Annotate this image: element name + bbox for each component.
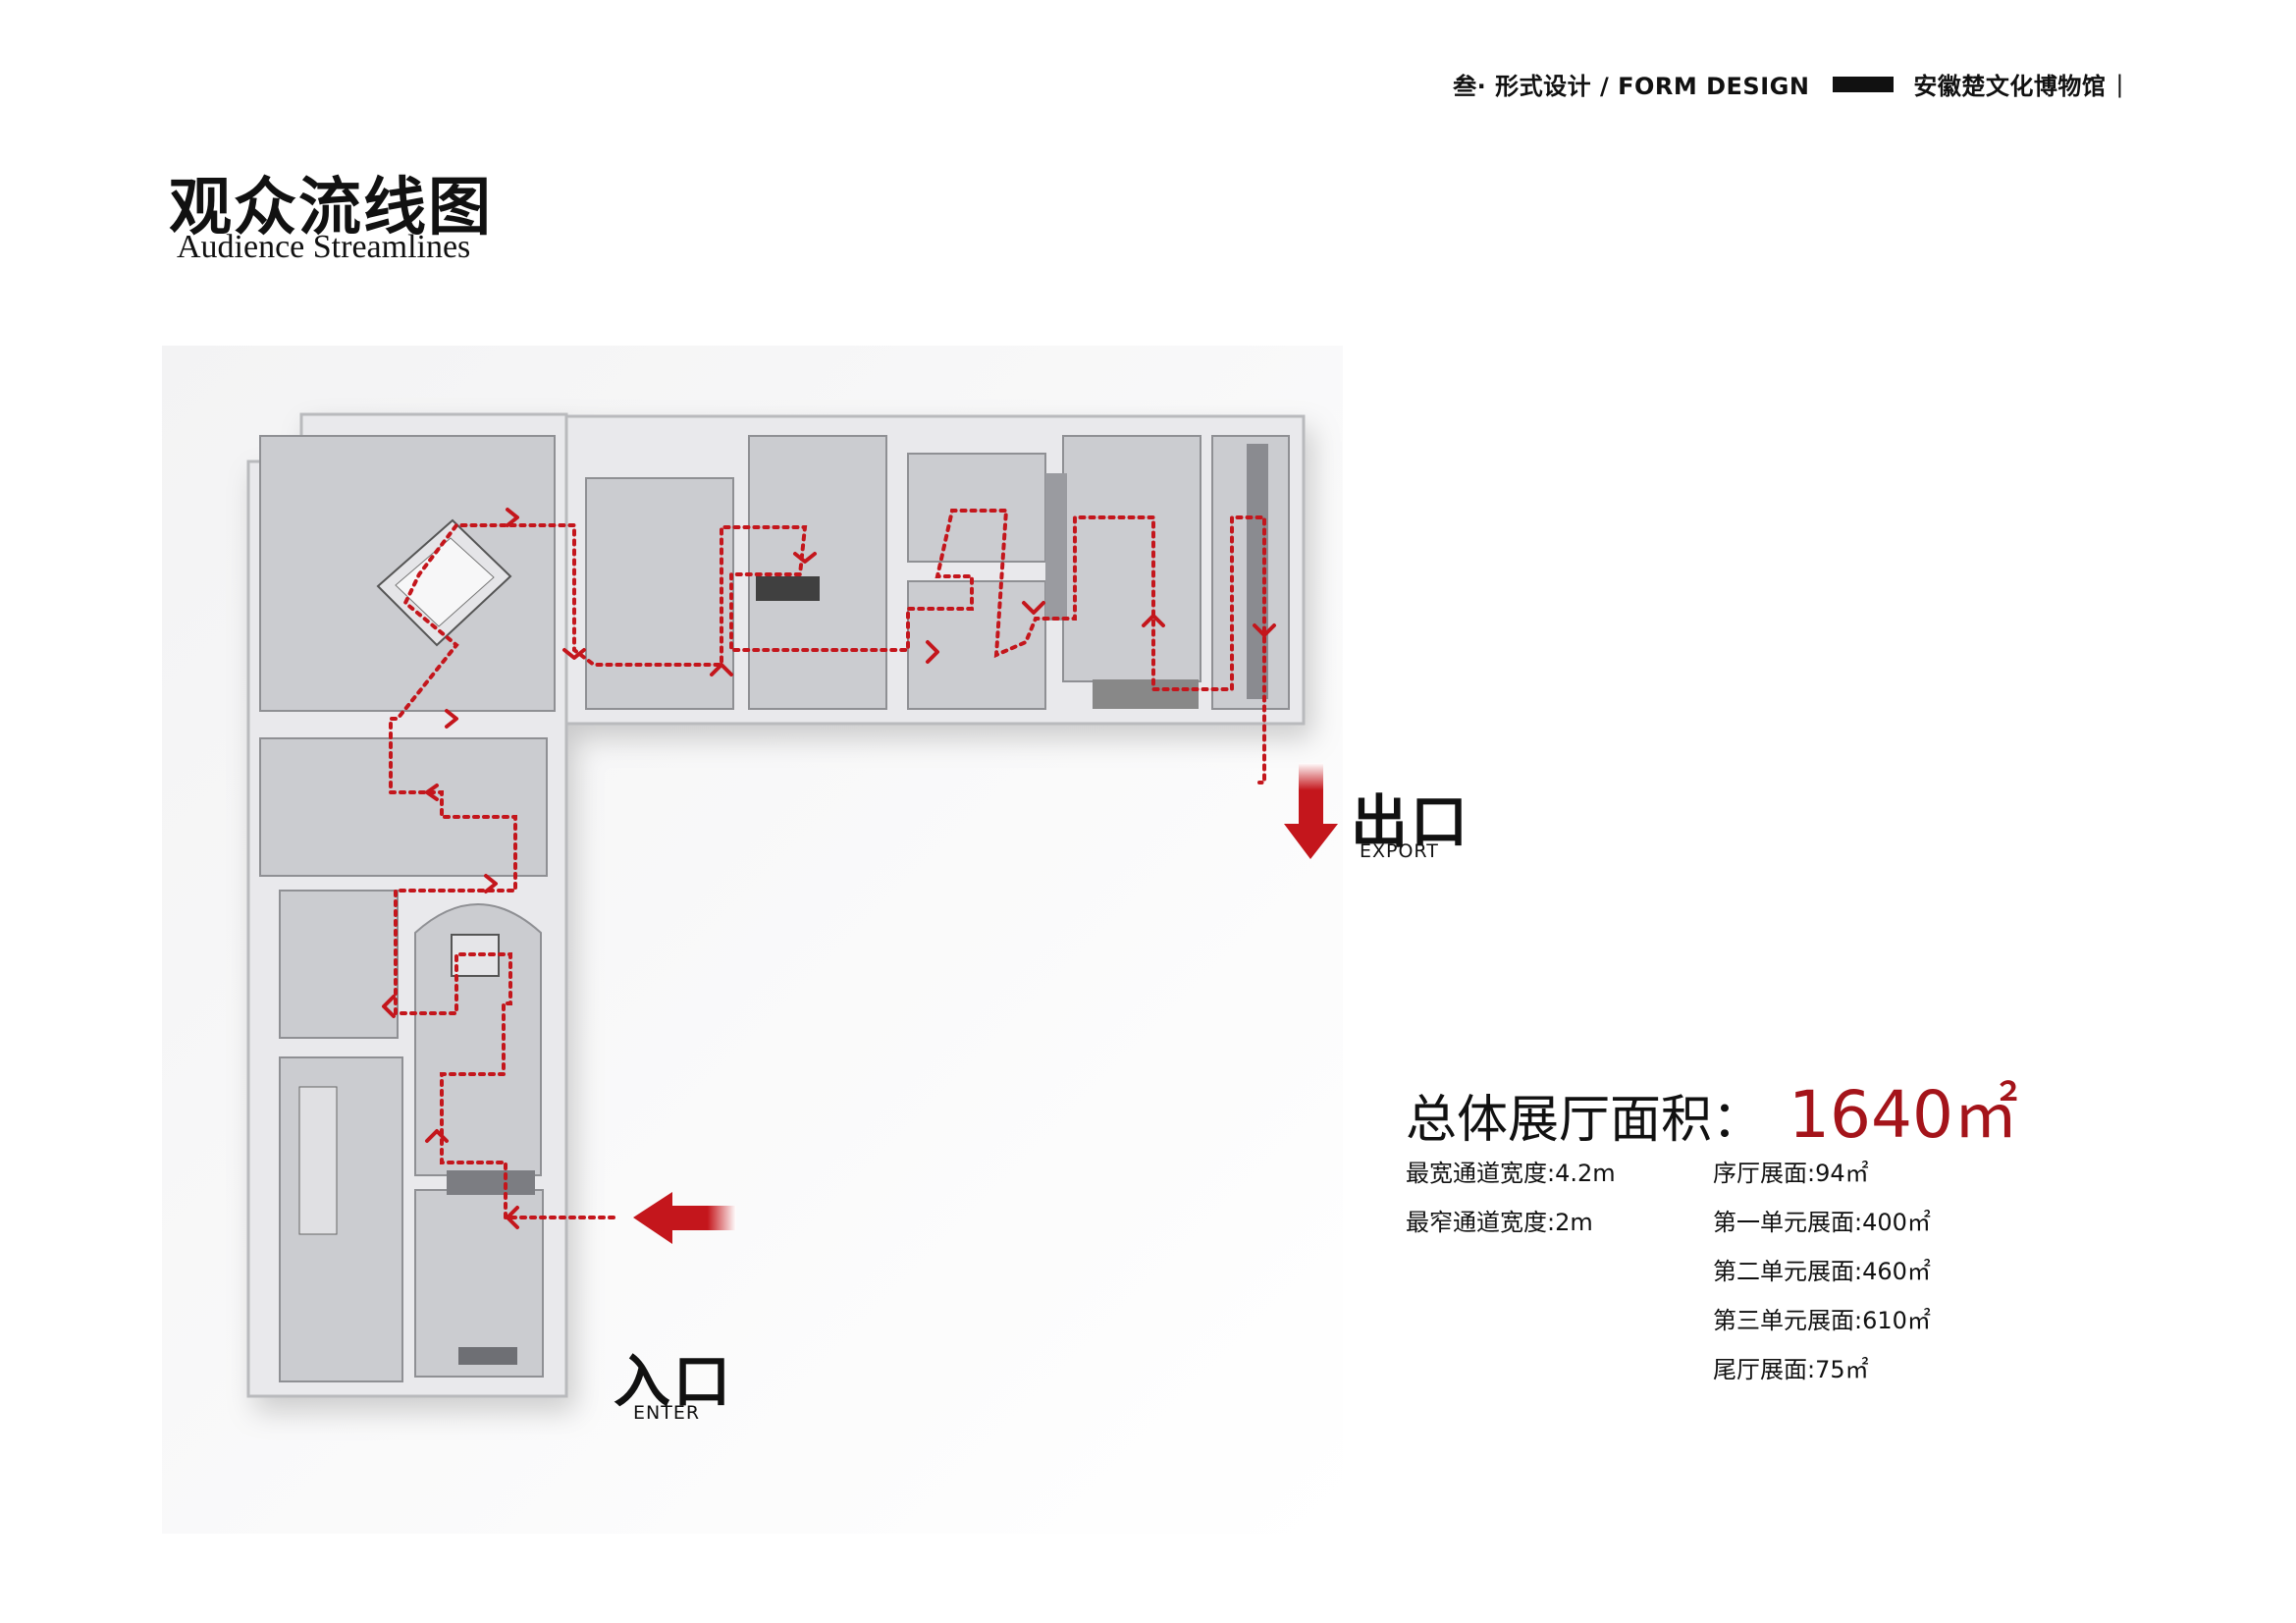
- museum-name: 安徽楚文化博物馆: [1913, 73, 2107, 100]
- route-chevrons: [382, 508, 1276, 1229]
- enter-label-en: ENTER: [633, 1402, 701, 1424]
- stat-widest-aisle: 最宽通道宽度:4.2m: [1406, 1160, 1616, 1187]
- total-area-label: 总体展厅面积：: [1406, 1091, 1764, 1150]
- page-subtitle: Audience Streamlines: [177, 229, 471, 265]
- total-area-value: 1640㎡: [1789, 1077, 2018, 1153]
- stats-left: 最宽通道宽度:4.2m 最窄通道宽度:2m: [1406, 1149, 1616, 1247]
- exit-label: 出口: [1351, 788, 1471, 855]
- page-header: 叁· 形式设计 / FORM DESIGN 安徽楚文化博物馆 |: [1453, 67, 2124, 101]
- header-divider-bar: [1833, 76, 1895, 92]
- floor-plan: [162, 346, 1343, 1534]
- stat-unit-two: 第二单元展面:460㎡: [1713, 1258, 1931, 1285]
- exhibit-details: [298, 444, 1268, 1365]
- total-area: 总体展厅面积： 1640㎡: [1406, 1062, 2018, 1157]
- stat-unit-one: 第一单元展面:400㎡: [1713, 1209, 1931, 1236]
- stat-unit-three: 第三单元展面:610㎡: [1713, 1307, 1931, 1334]
- floor-plan-svg: [162, 346, 1343, 1534]
- page-title: 观众流线图: [169, 172, 493, 244]
- audience-route-path: [389, 509, 1266, 1219]
- stat-end-hall: 尾厅展面:75㎡: [1713, 1356, 1869, 1383]
- exit-arrow-icon: [1284, 763, 1338, 859]
- stat-narrowest-aisle: 最窄通道宽度:2m: [1406, 1209, 1593, 1236]
- stats-right: 序厅展面:94㎡ 第一单元展面:400㎡ 第二单元展面:460㎡ 第三单元展面:…: [1713, 1149, 1931, 1394]
- enter-arrow-icon: [633, 1192, 736, 1244]
- stat-prelude-hall: 序厅展面:94㎡: [1713, 1160, 1869, 1187]
- rooms-lower-wing: [259, 737, 548, 1382]
- exit-label-en: EXPORT: [1360, 840, 1439, 862]
- header-separator: |: [2115, 70, 2124, 98]
- enter-label: 入口: [614, 1348, 734, 1415]
- section-label: 叁· 形式设计 / FORM DESIGN: [1453, 73, 1810, 100]
